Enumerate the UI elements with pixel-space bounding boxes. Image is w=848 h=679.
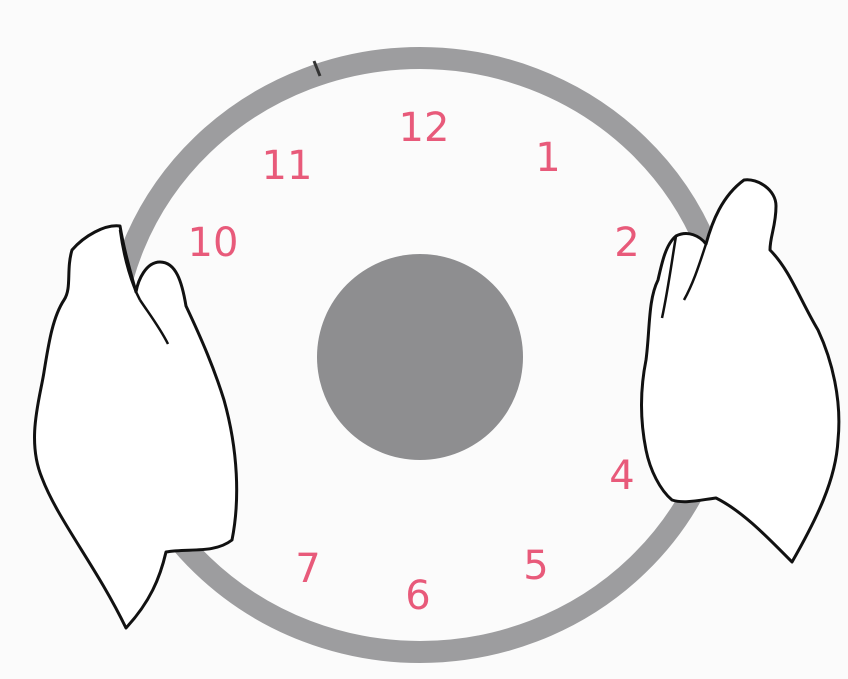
steering-wheel-diagram: 12 1 2 3 4 5 6 7 8 9 10 11 [0,0,848,679]
diagram-canvas: 12 1 2 3 4 5 6 7 8 9 10 11 [0,0,848,679]
